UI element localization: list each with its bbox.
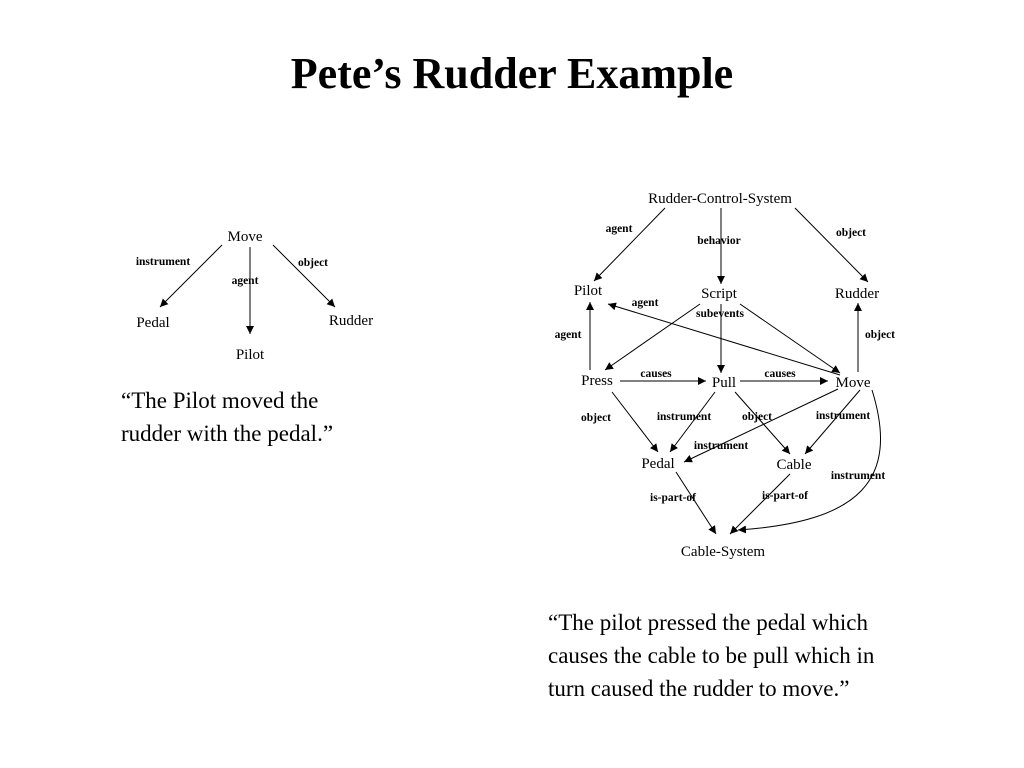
- node-rudder-control-system: Rudder-Control-System: [648, 191, 792, 207]
- edge-move-cable: [804, 389, 861, 455]
- node-rudder: Rudder: [329, 313, 373, 329]
- simple-concept-graph: Move Pedal Pilot Rudder instrument agent…: [136, 229, 373, 363]
- edge-move-pedal: [683, 388, 839, 463]
- node-move: Move: [836, 375, 871, 391]
- node-cable: Cable: [777, 457, 812, 473]
- slide-title: Pete’s Rudder Example: [290, 49, 734, 98]
- edge-label-cable-cable-system: is-part-of: [762, 490, 808, 502]
- edge-label-rcs-pilot: agent: [606, 223, 633, 235]
- node-press: Press: [581, 373, 613, 389]
- edge-label-press-pilot: agent: [555, 329, 582, 341]
- node-pedal: Pedal: [136, 315, 169, 331]
- edge-label-pedal-cable-system: is-part-of: [650, 492, 696, 504]
- edge-pull-cable: [734, 391, 791, 455]
- edge-label-press-pedal: object: [581, 412, 611, 424]
- edge-move-rudder: [272, 244, 336, 308]
- edge-pedal-cable-system: [675, 471, 717, 535]
- edge-move-pilot: [607, 302, 841, 376]
- caption-line: “The Pilot moved the: [121, 388, 319, 413]
- edge-label-pull-move: causes: [764, 368, 796, 380]
- edge-label-rcs-script: behavior: [697, 235, 740, 247]
- edge-press-pedal: [611, 391, 659, 453]
- edge-label-press-pull: causes: [640, 368, 672, 380]
- edge-label-agent: agent: [232, 275, 259, 287]
- edge-cable-cable-system: [729, 473, 791, 535]
- simple-diagram-caption: “The Pilot moved the rudder with the ped…: [121, 384, 333, 450]
- caption-line: turn caused the rudder to move.”: [548, 676, 850, 701]
- complex-edges: [586, 207, 881, 535]
- caption-line: “The pilot pressed the pedal which: [548, 610, 868, 635]
- node-move: Move: [228, 229, 263, 245]
- node-rudder: Rudder: [835, 286, 879, 302]
- edge-rcs-pilot: [593, 207, 666, 282]
- edge-label-object: object: [298, 257, 328, 269]
- edge-script-move: [739, 303, 841, 374]
- node-cable-system: Cable-System: [681, 544, 765, 560]
- caption-line: causes the cable to be pull which in: [548, 643, 875, 668]
- edge-script-press: [604, 303, 701, 371]
- simple-edges: [159, 244, 336, 334]
- edge-label-move-cable-system: instrument: [831, 470, 885, 482]
- edge-label-move-pilot: agent: [632, 297, 659, 309]
- edge-label-rcs-rudder: object: [836, 227, 866, 239]
- edge-move-cable-system: [737, 389, 881, 534]
- caption-line: rudder with the pedal.”: [121, 421, 334, 446]
- edge-label-pull-pedal: instrument: [657, 411, 711, 423]
- node-pull: Pull: [712, 375, 736, 391]
- node-pilot: Pilot: [574, 283, 603, 299]
- edge-rcs-rudder: [794, 207, 869, 283]
- node-pilot: Pilot: [236, 347, 265, 363]
- complex-concept-graph: Rudder-Control-System Pilot Script Rudde…: [555, 191, 896, 560]
- edge-label-move-rudder: object: [865, 329, 895, 341]
- node-script: Script: [701, 286, 738, 302]
- edge-label-subevents: subevents: [696, 308, 744, 320]
- edge-label-instrument: instrument: [136, 256, 190, 268]
- edge-label-move-pedal: instrument: [694, 440, 748, 452]
- edge-pull-pedal: [669, 391, 716, 453]
- edge-label-move-cable: instrument: [816, 410, 870, 422]
- node-pedal: Pedal: [641, 456, 674, 472]
- edge-move-pedal: [159, 244, 223, 308]
- complex-diagram-caption: “The pilot pressed the pedal which cause…: [548, 606, 874, 705]
- edge-label-pull-cable: object: [742, 411, 772, 423]
